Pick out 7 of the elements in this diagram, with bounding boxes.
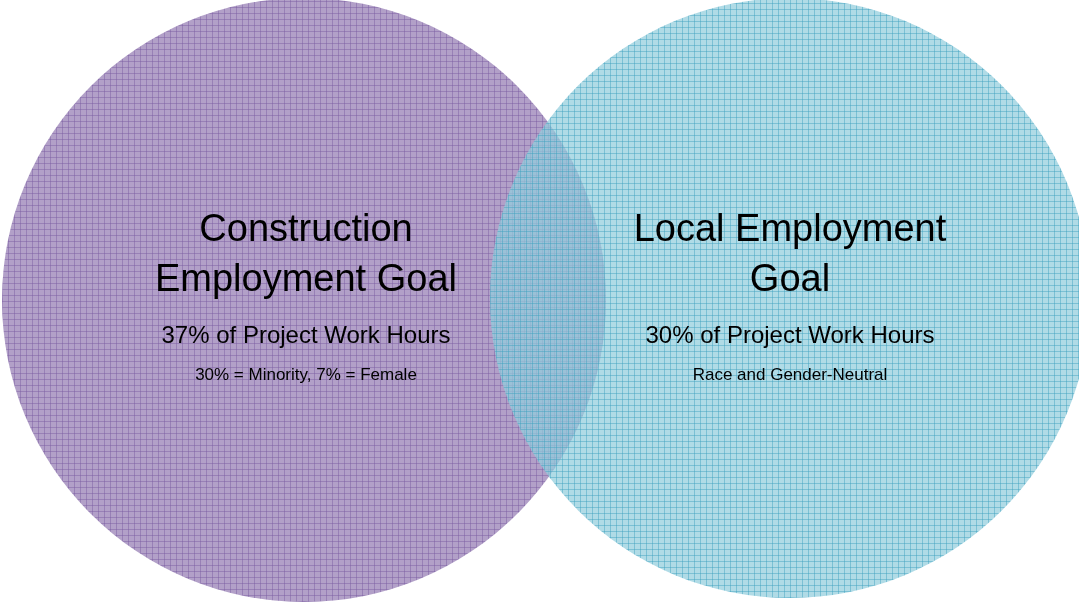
percentage-text: 37% of Project Work Hours: [161, 321, 451, 349]
circle-title: Local Employment Goal: [632, 206, 948, 301]
breakdown-text: Race and Gender-Neutral: [692, 365, 888, 385]
venn-circle: [490, 0, 1079, 598]
circle-title: Construction Employment Goal: [154, 206, 458, 301]
breakdown-text: 30% = Minority, 7% = Female: [195, 365, 417, 385]
percentage-text: 30% of Project Work Hours: [645, 321, 935, 349]
